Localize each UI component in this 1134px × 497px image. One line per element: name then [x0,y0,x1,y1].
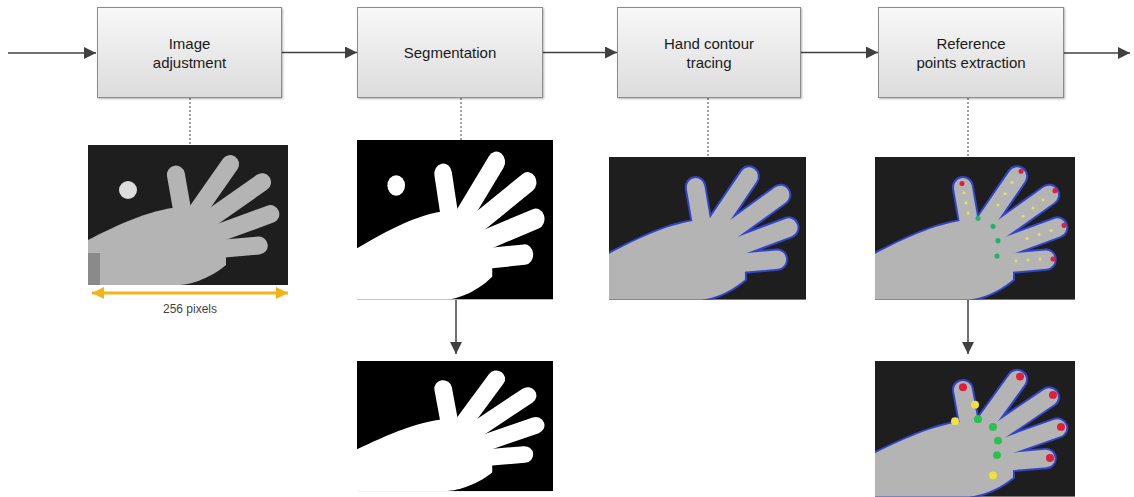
mask-ground [357,140,553,300]
hand [875,164,1069,300]
dimension-label: 256 pixels [163,302,217,316]
coin-mask [387,175,405,196]
flow-arrow [543,52,617,54]
down-arrow [967,300,969,354]
box-label: Image adjustment [135,34,245,72]
down-arrow [455,300,457,354]
process-box: Hand contour tracing [617,7,801,98]
fingertip-points [959,373,1065,462]
output-arrow [1064,52,1130,54]
reference-points [875,361,1075,497]
hand-contour [875,164,1069,300]
wrist-band [88,253,100,285]
photo-ground [875,157,1075,300]
noise [362,289,364,292]
box-label: Segmentation [404,43,497,62]
dashed-leaders [190,98,968,157]
process-box: Reference points extraction [878,7,1064,98]
flow-arrow [801,52,878,54]
hand-contour [875,367,1069,496]
flow-arrow [282,52,357,54]
noise [370,275,372,278]
noise [366,255,368,258]
cleaned-mask [357,361,553,491]
reference-candidates [875,157,1075,300]
hand-mask [357,148,547,300]
hand [88,152,282,285]
side-points [951,401,997,480]
hand-mask [357,367,547,491]
dashed-leader [461,98,462,140]
valley-points [974,415,1002,459]
photo-ground [88,145,288,285]
process-box: Segmentation [357,7,543,98]
tip-points [960,169,1067,262]
hand-contour [609,164,800,300]
hand [875,367,1069,496]
hand [609,164,800,300]
dashed-leader [708,98,709,157]
photo-ground [875,361,1075,497]
mask-ground [357,361,553,491]
dashed-leader [968,98,969,157]
photo-ground [609,157,806,300]
segmented-hand [357,140,553,300]
process-box: Image adjustment [97,7,282,98]
hand-photo [88,145,288,285]
box-label: Reference points extraction [916,34,1026,72]
candidate-points [963,181,1053,263]
dashed-leader [190,98,191,145]
input-arrow [8,52,96,54]
contour-image [609,157,806,300]
box-label: Hand contour tracing [654,34,764,72]
dimension-arrow [92,292,288,295]
coin [119,181,137,199]
